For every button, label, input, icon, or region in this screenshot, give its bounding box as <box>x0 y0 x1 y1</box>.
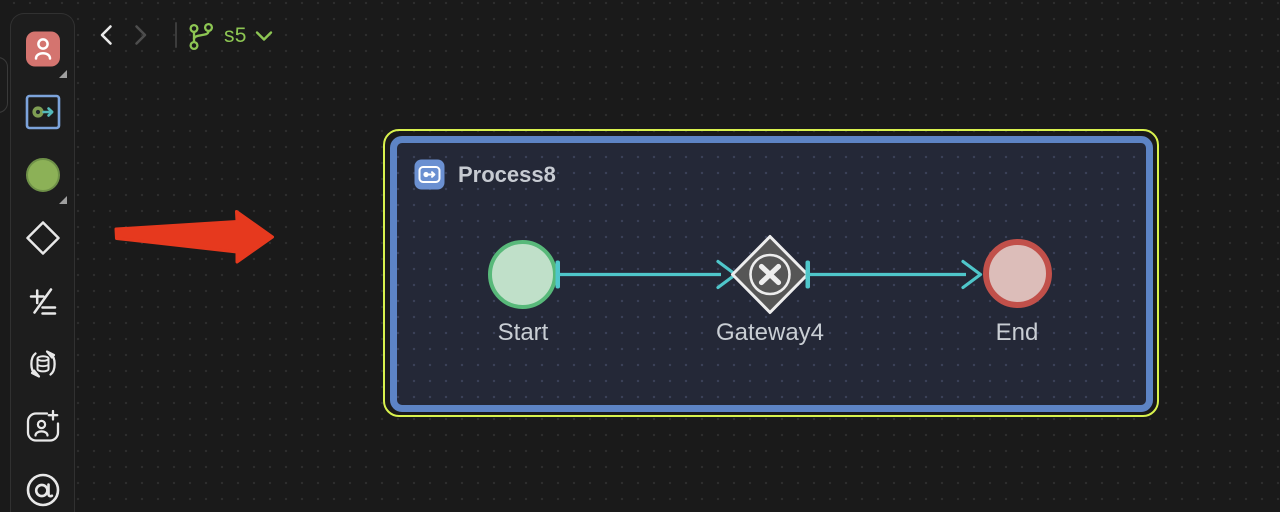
process-flow-icon <box>25 94 60 130</box>
git-branch-icon <box>189 22 214 51</box>
add-user-icon <box>26 409 59 442</box>
back-button[interactable] <box>94 22 120 48</box>
user-badge-tool[interactable] <box>23 29 67 78</box>
end-event-node[interactable] <box>983 239 1052 308</box>
mention-tool[interactable] <box>23 470 63 510</box>
sync-database-tool[interactable] <box>23 344 63 384</box>
gateway-node[interactable] <box>731 235 809 314</box>
end-node-label: End <box>995 319 1039 346</box>
annotation-arrow <box>114 210 274 264</box>
process-badge-icon <box>414 159 445 190</box>
event-circle-icon <box>25 158 60 192</box>
branch-name: s5 <box>224 24 247 47</box>
gateway-diamond-icon <box>25 221 60 255</box>
gateway-node-label: Gateway4 <box>715 319 825 346</box>
add-user-tool[interactable] <box>23 407 63 447</box>
process-title: Process8 <box>458 162 556 187</box>
gateway-marker-circle <box>749 253 791 296</box>
sync-database-icon <box>29 350 56 378</box>
start-node-label: Start <box>497 319 549 346</box>
chevron-down-icon <box>255 31 272 41</box>
start-event-node[interactable] <box>488 240 557 309</box>
mention-a-icon <box>26 473 59 507</box>
forward-button[interactable] <box>127 22 153 48</box>
tool-palette-sidebar <box>10 13 75 512</box>
submenu-corner-icon <box>58 196 67 204</box>
gateway-diamond-tool[interactable] <box>23 218 63 258</box>
event-circle-tool[interactable] <box>23 155 67 204</box>
toolbar-divider <box>175 22 177 48</box>
selection-outline <box>383 129 1159 417</box>
process-container-header: Process8 <box>414 159 556 190</box>
process-flow-tool-selected[interactable] <box>23 92 63 132</box>
assignment-plus-equals-icon <box>29 288 56 315</box>
exclusive-x-icon <box>758 263 782 286</box>
submenu-corner-icon <box>58 70 67 78</box>
assignment-tool[interactable] <box>23 281 63 321</box>
branch-selector[interactable]: s5 <box>184 17 275 55</box>
collapsed-panel-edge[interactable] <box>0 57 8 113</box>
user-badge-icon <box>25 31 60 67</box>
